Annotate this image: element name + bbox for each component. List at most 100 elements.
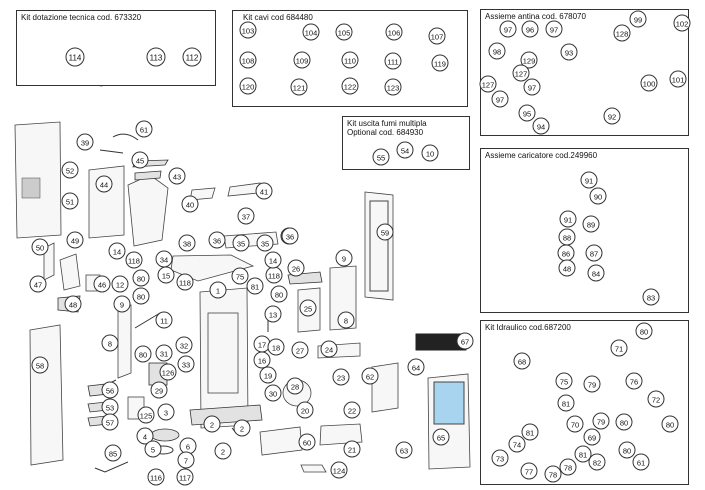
callout-part[interactable]: 1	[209, 281, 227, 299]
callout-part[interactable]: 58	[31, 356, 49, 374]
callout-part[interactable]: 48	[64, 295, 82, 313]
callout-part[interactable]: 72	[647, 390, 665, 408]
callout-part[interactable]: 3	[157, 403, 175, 421]
callout-part[interactable]: 97	[523, 78, 541, 96]
callout-part[interactable]: 92	[603, 107, 621, 125]
callout-part[interactable]: 62	[361, 367, 379, 385]
callout-part[interactable]: 81	[574, 445, 592, 463]
callout-part[interactable]: 125	[137, 406, 155, 424]
callout-part[interactable]: 127	[512, 64, 530, 82]
callout-part[interactable]: 80	[661, 415, 679, 433]
callout-part[interactable]: 50	[31, 238, 49, 256]
callout-part[interactable]: 5	[144, 440, 162, 458]
callout-part[interactable]: 8	[101, 334, 119, 352]
callout-part[interactable]: 25	[299, 299, 317, 317]
callout-part[interactable]: 97	[499, 20, 517, 38]
callout-part[interactable]: 78	[544, 465, 562, 483]
callout-part[interactable]: 60	[298, 433, 316, 451]
callout-part[interactable]: 56	[101, 381, 119, 399]
callout-part[interactable]: 89	[582, 215, 600, 233]
callout-part[interactable]: 87	[585, 244, 603, 262]
callout-part[interactable]: 46	[93, 275, 111, 293]
callout-part[interactable]: 68	[513, 352, 531, 370]
callout-part[interactable]: 7	[177, 451, 195, 469]
callout-part[interactable]: 112	[182, 47, 202, 67]
callout-part[interactable]: 117	[176, 468, 194, 486]
callout-part[interactable]: 70	[566, 415, 584, 433]
callout-part[interactable]: 80	[132, 269, 150, 287]
callout-part[interactable]: 11	[155, 311, 173, 329]
callout-part[interactable]: 52	[61, 161, 79, 179]
callout-part[interactable]: 20	[296, 401, 314, 419]
callout-part[interactable]: 14	[264, 251, 282, 269]
callout-part[interactable]: 79	[592, 412, 610, 430]
callout-part[interactable]: 21	[343, 440, 361, 458]
callout-part[interactable]: 108	[239, 51, 257, 69]
callout-part[interactable]: 97	[545, 20, 563, 38]
callout-part[interactable]: 124	[330, 461, 348, 479]
callout-part[interactable]: 113	[146, 47, 166, 67]
callout-part[interactable]: 39	[76, 133, 94, 151]
callout-part[interactable]: 78	[559, 458, 577, 476]
callout-part[interactable]: 54	[396, 141, 414, 159]
callout-part[interactable]: 24	[320, 340, 338, 358]
callout-part[interactable]: 55	[372, 148, 390, 166]
callout-part[interactable]: 74	[508, 435, 526, 453]
callout-part[interactable]: 19	[259, 366, 277, 384]
callout-part[interactable]: 127	[479, 75, 497, 93]
callout-part[interactable]: 82	[588, 453, 606, 471]
callout-part[interactable]: 99	[629, 10, 647, 28]
callout-part[interactable]: 105	[335, 23, 353, 41]
callout-part[interactable]: 118	[125, 251, 143, 269]
callout-part[interactable]: 32	[175, 336, 193, 354]
callout-part[interactable]: 9	[335, 249, 353, 267]
callout-part[interactable]: 69	[583, 428, 601, 446]
callout-part[interactable]: 84	[587, 264, 605, 282]
callout-part[interactable]: 37	[237, 207, 255, 225]
callout-part[interactable]: 15	[157, 266, 175, 284]
callout-part[interactable]: 100	[640, 74, 658, 92]
callout-part[interactable]: 38	[178, 234, 196, 252]
callout-part[interactable]: 96	[521, 20, 539, 38]
callout-part[interactable]: 57	[101, 413, 119, 431]
callout-part[interactable]: 26	[287, 259, 305, 277]
callout-part[interactable]: 2	[203, 415, 221, 433]
callout-part[interactable]: 81	[557, 394, 575, 412]
callout-part[interactable]: 75	[231, 267, 249, 285]
callout-part[interactable]: 104	[302, 23, 320, 41]
callout-part[interactable]: 22	[343, 401, 361, 419]
callout-part[interactable]: 98	[488, 42, 506, 60]
callout-part[interactable]: 71	[610, 339, 628, 357]
callout-part[interactable]: 81	[246, 277, 264, 295]
callout-part[interactable]: 128	[613, 24, 631, 42]
callout-part[interactable]: 18	[267, 338, 285, 356]
callout-part[interactable]: 109	[293, 51, 311, 69]
callout-part[interactable]: 116	[147, 468, 165, 486]
callout-part[interactable]: 83	[642, 288, 660, 306]
callout-part[interactable]: 2	[233, 419, 251, 437]
callout-part[interactable]: 2	[214, 442, 232, 460]
callout-part[interactable]: 49	[66, 231, 84, 249]
callout-part[interactable]: 79	[583, 375, 601, 393]
callout-part[interactable]: 65	[432, 428, 450, 446]
callout-part[interactable]: 114	[65, 47, 85, 67]
callout-part[interactable]: 80	[134, 345, 152, 363]
callout-part[interactable]: 75	[555, 372, 573, 390]
callout-part[interactable]: 10	[421, 144, 439, 162]
callout-part[interactable]: 90	[589, 187, 607, 205]
callout-part[interactable]: 59	[376, 223, 394, 241]
callout-part[interactable]: 91	[580, 171, 598, 189]
callout-part[interactable]: 67	[456, 332, 474, 350]
callout-part[interactable]: 106	[385, 23, 403, 41]
callout-part[interactable]: 102	[673, 14, 691, 32]
callout-part[interactable]: 95	[518, 104, 536, 122]
callout-part[interactable]: 35	[232, 234, 250, 252]
callout-part[interactable]: 126	[159, 363, 177, 381]
callout-part[interactable]: 31	[155, 344, 173, 362]
callout-part[interactable]: 9	[113, 295, 131, 313]
callout-part[interactable]: 103	[239, 21, 257, 39]
callout-part[interactable]: 48	[558, 259, 576, 277]
callout-part[interactable]: 80	[635, 322, 653, 340]
callout-part[interactable]: 41	[255, 182, 273, 200]
callout-part[interactable]: 29	[150, 381, 168, 399]
